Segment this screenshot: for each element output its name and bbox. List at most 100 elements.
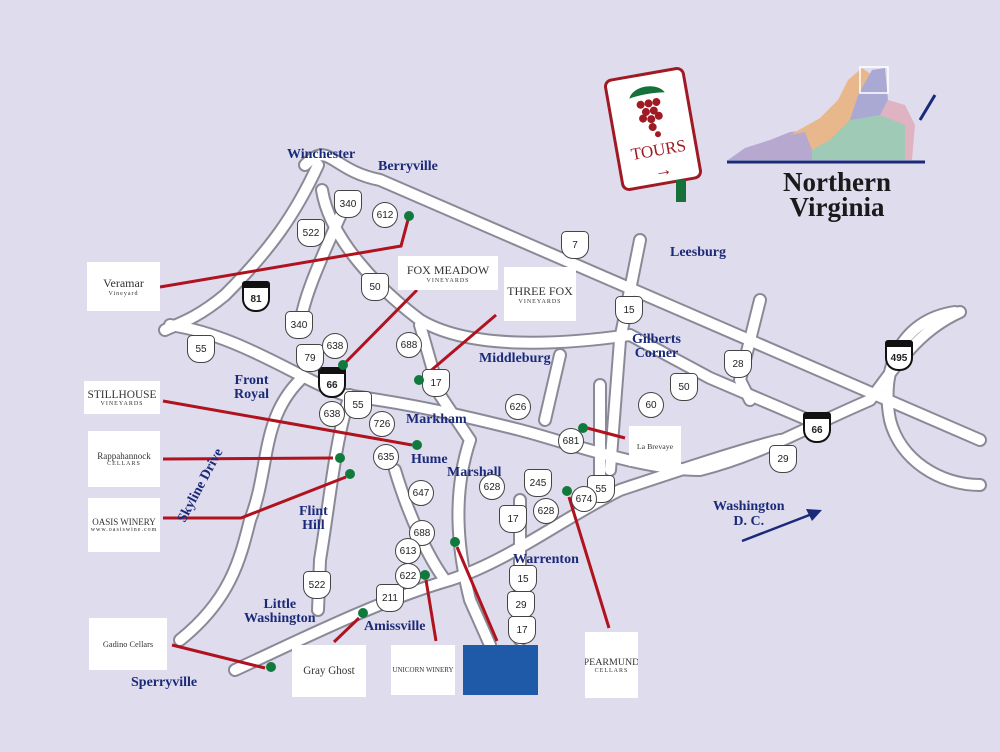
- region-title: Northern Virginia: [772, 167, 902, 222]
- us-route-shield-icon: 28: [724, 350, 752, 378]
- winery-location-dot-icon[interactable]: [338, 360, 348, 370]
- arrow-right-icon: →: [652, 158, 674, 182]
- winery-logo-subtitle: www.oasiswine.com: [90, 527, 158, 533]
- winery-location-dot-icon[interactable]: [450, 537, 460, 547]
- winery-location-dot-icon[interactable]: [562, 486, 572, 496]
- us-route-shield-icon: 55: [344, 391, 372, 419]
- sign-post: [676, 180, 686, 202]
- dc-label-line2: D. C.: [733, 514, 765, 529]
- winery-location-dot-icon[interactable]: [266, 662, 276, 672]
- region-title-line2: Virginia: [789, 192, 885, 222]
- state-route-shield-icon: 622: [395, 563, 421, 589]
- us-route-shield-icon: 17: [499, 505, 527, 533]
- winery-leader-line: [341, 288, 419, 367]
- us-route-shield-icon: 211: [376, 584, 404, 612]
- winery-logo-subtitle: VINEYARDS: [426, 277, 470, 284]
- winery-logo-title: THREE FOX: [507, 283, 573, 298]
- winery-leader-line: [455, 546, 499, 642]
- winery-logo-title: Gray Ghost: [303, 665, 355, 677]
- winery-logo[interactable]: [463, 645, 538, 695]
- us-route-shield-icon: 55: [187, 335, 215, 363]
- us-route-shield-icon: 15: [615, 296, 643, 324]
- winery-logo-subtitle: Vineyard: [108, 291, 139, 297]
- state-route-shield-icon: 612: [372, 202, 398, 228]
- winery-logo[interactable]: UNICORN WINERY: [391, 645, 455, 695]
- region-title-line1: Northern: [783, 167, 891, 197]
- us-route-shield-icon: 50: [670, 373, 698, 401]
- us-route-shield-icon: 50: [361, 273, 389, 301]
- town-label: Warrenton: [513, 552, 579, 567]
- dc-direction-arrow: [741, 509, 822, 543]
- winery-logo-title: FOX MEADOW: [406, 262, 490, 277]
- winery-logo[interactable]: Gadino Cellars: [89, 618, 167, 670]
- us-route-shield-icon: 340: [285, 311, 313, 339]
- interstate-route-shield-icon: 66: [318, 367, 346, 398]
- winery-location-dot-icon[interactable]: [414, 375, 424, 385]
- winery-logo-title: La Brevaye: [636, 441, 674, 451]
- state-route-shield-icon: 626: [505, 394, 531, 420]
- town-label: Leesburg: [670, 245, 726, 260]
- state-route-shield-icon: 628: [479, 474, 505, 500]
- us-route-shield-icon: 29: [507, 591, 535, 619]
- winery-location-dot-icon[interactable]: [404, 211, 414, 221]
- us-route-shield-icon: 522: [303, 571, 331, 599]
- winery-location-dot-icon[interactable]: [335, 453, 345, 463]
- winery-location-dot-icon[interactable]: [358, 608, 368, 618]
- winery-leader-line: [163, 475, 347, 520]
- washington-dc-label: Washington D. C.: [713, 499, 785, 529]
- winery-logo-subtitle: VINEYARDS: [100, 400, 144, 407]
- winery-leader-line: [424, 579, 438, 642]
- winery-leader-line: [171, 643, 266, 670]
- town-label: Berryville: [378, 159, 438, 174]
- virginia-inset-map: [727, 66, 937, 164]
- us-route-shield-icon: 79: [296, 344, 324, 372]
- us-route-shield-icon: 15: [509, 565, 537, 593]
- winery-location-dot-icon[interactable]: [345, 469, 355, 479]
- winery-leader-line: [332, 616, 361, 644]
- winery-logo-title: STILLHOUSE: [87, 388, 157, 401]
- us-route-shield-icon: 522: [297, 219, 325, 247]
- winery-leader-line: [159, 215, 411, 289]
- town-label: Hume: [411, 452, 448, 467]
- winery-leader-lines: [159, 215, 626, 670]
- us-route-shield-icon: 17: [422, 369, 450, 397]
- winery-logo-title: Rappahannock: [97, 451, 151, 461]
- state-route-shield-icon: 638: [322, 333, 348, 359]
- winery-logo-title: UNICORN WINERY: [392, 666, 454, 674]
- town-label: Winchester: [287, 147, 356, 162]
- state-route-shield-icon: 647: [408, 480, 434, 506]
- town-label: Amissville: [364, 619, 426, 634]
- winery-logo-title: Gadino Cellars: [102, 639, 154, 649]
- winery-leader-line: [567, 496, 611, 629]
- town-label: Middleburg: [479, 351, 551, 366]
- state-route-shield-icon: 613: [395, 538, 421, 564]
- winery-logo-subtitle: VINEYARDS: [518, 298, 562, 305]
- state-route-shield-icon: 638: [319, 401, 345, 427]
- state-route-shield-icon: 60: [638, 392, 664, 418]
- winery-leader-line: [586, 426, 626, 440]
- winery-location-dot-icon[interactable]: [420, 570, 430, 580]
- winery-logo-subtitle: CELLARS: [594, 667, 629, 674]
- winery-location-dot-icon[interactable]: [412, 440, 422, 450]
- town-label: Markham: [406, 412, 467, 427]
- us-route-shield-icon: 29: [769, 445, 797, 473]
- winery-leader-line: [162, 456, 334, 461]
- winery-logo[interactable]: La Brevaye: [629, 426, 681, 466]
- winery-logo[interactable]: Gray Ghost: [292, 645, 366, 697]
- grape-cluster-icon: [629, 86, 665, 138]
- town-label: Sperryville: [131, 675, 198, 690]
- interstate-route-shield-icon: 81: [242, 281, 270, 312]
- winery-location-dot-icon[interactable]: [578, 423, 588, 433]
- wine-tour-sign: TOURS →: [602, 65, 704, 193]
- us-route-shield-icon: 17: [508, 616, 536, 644]
